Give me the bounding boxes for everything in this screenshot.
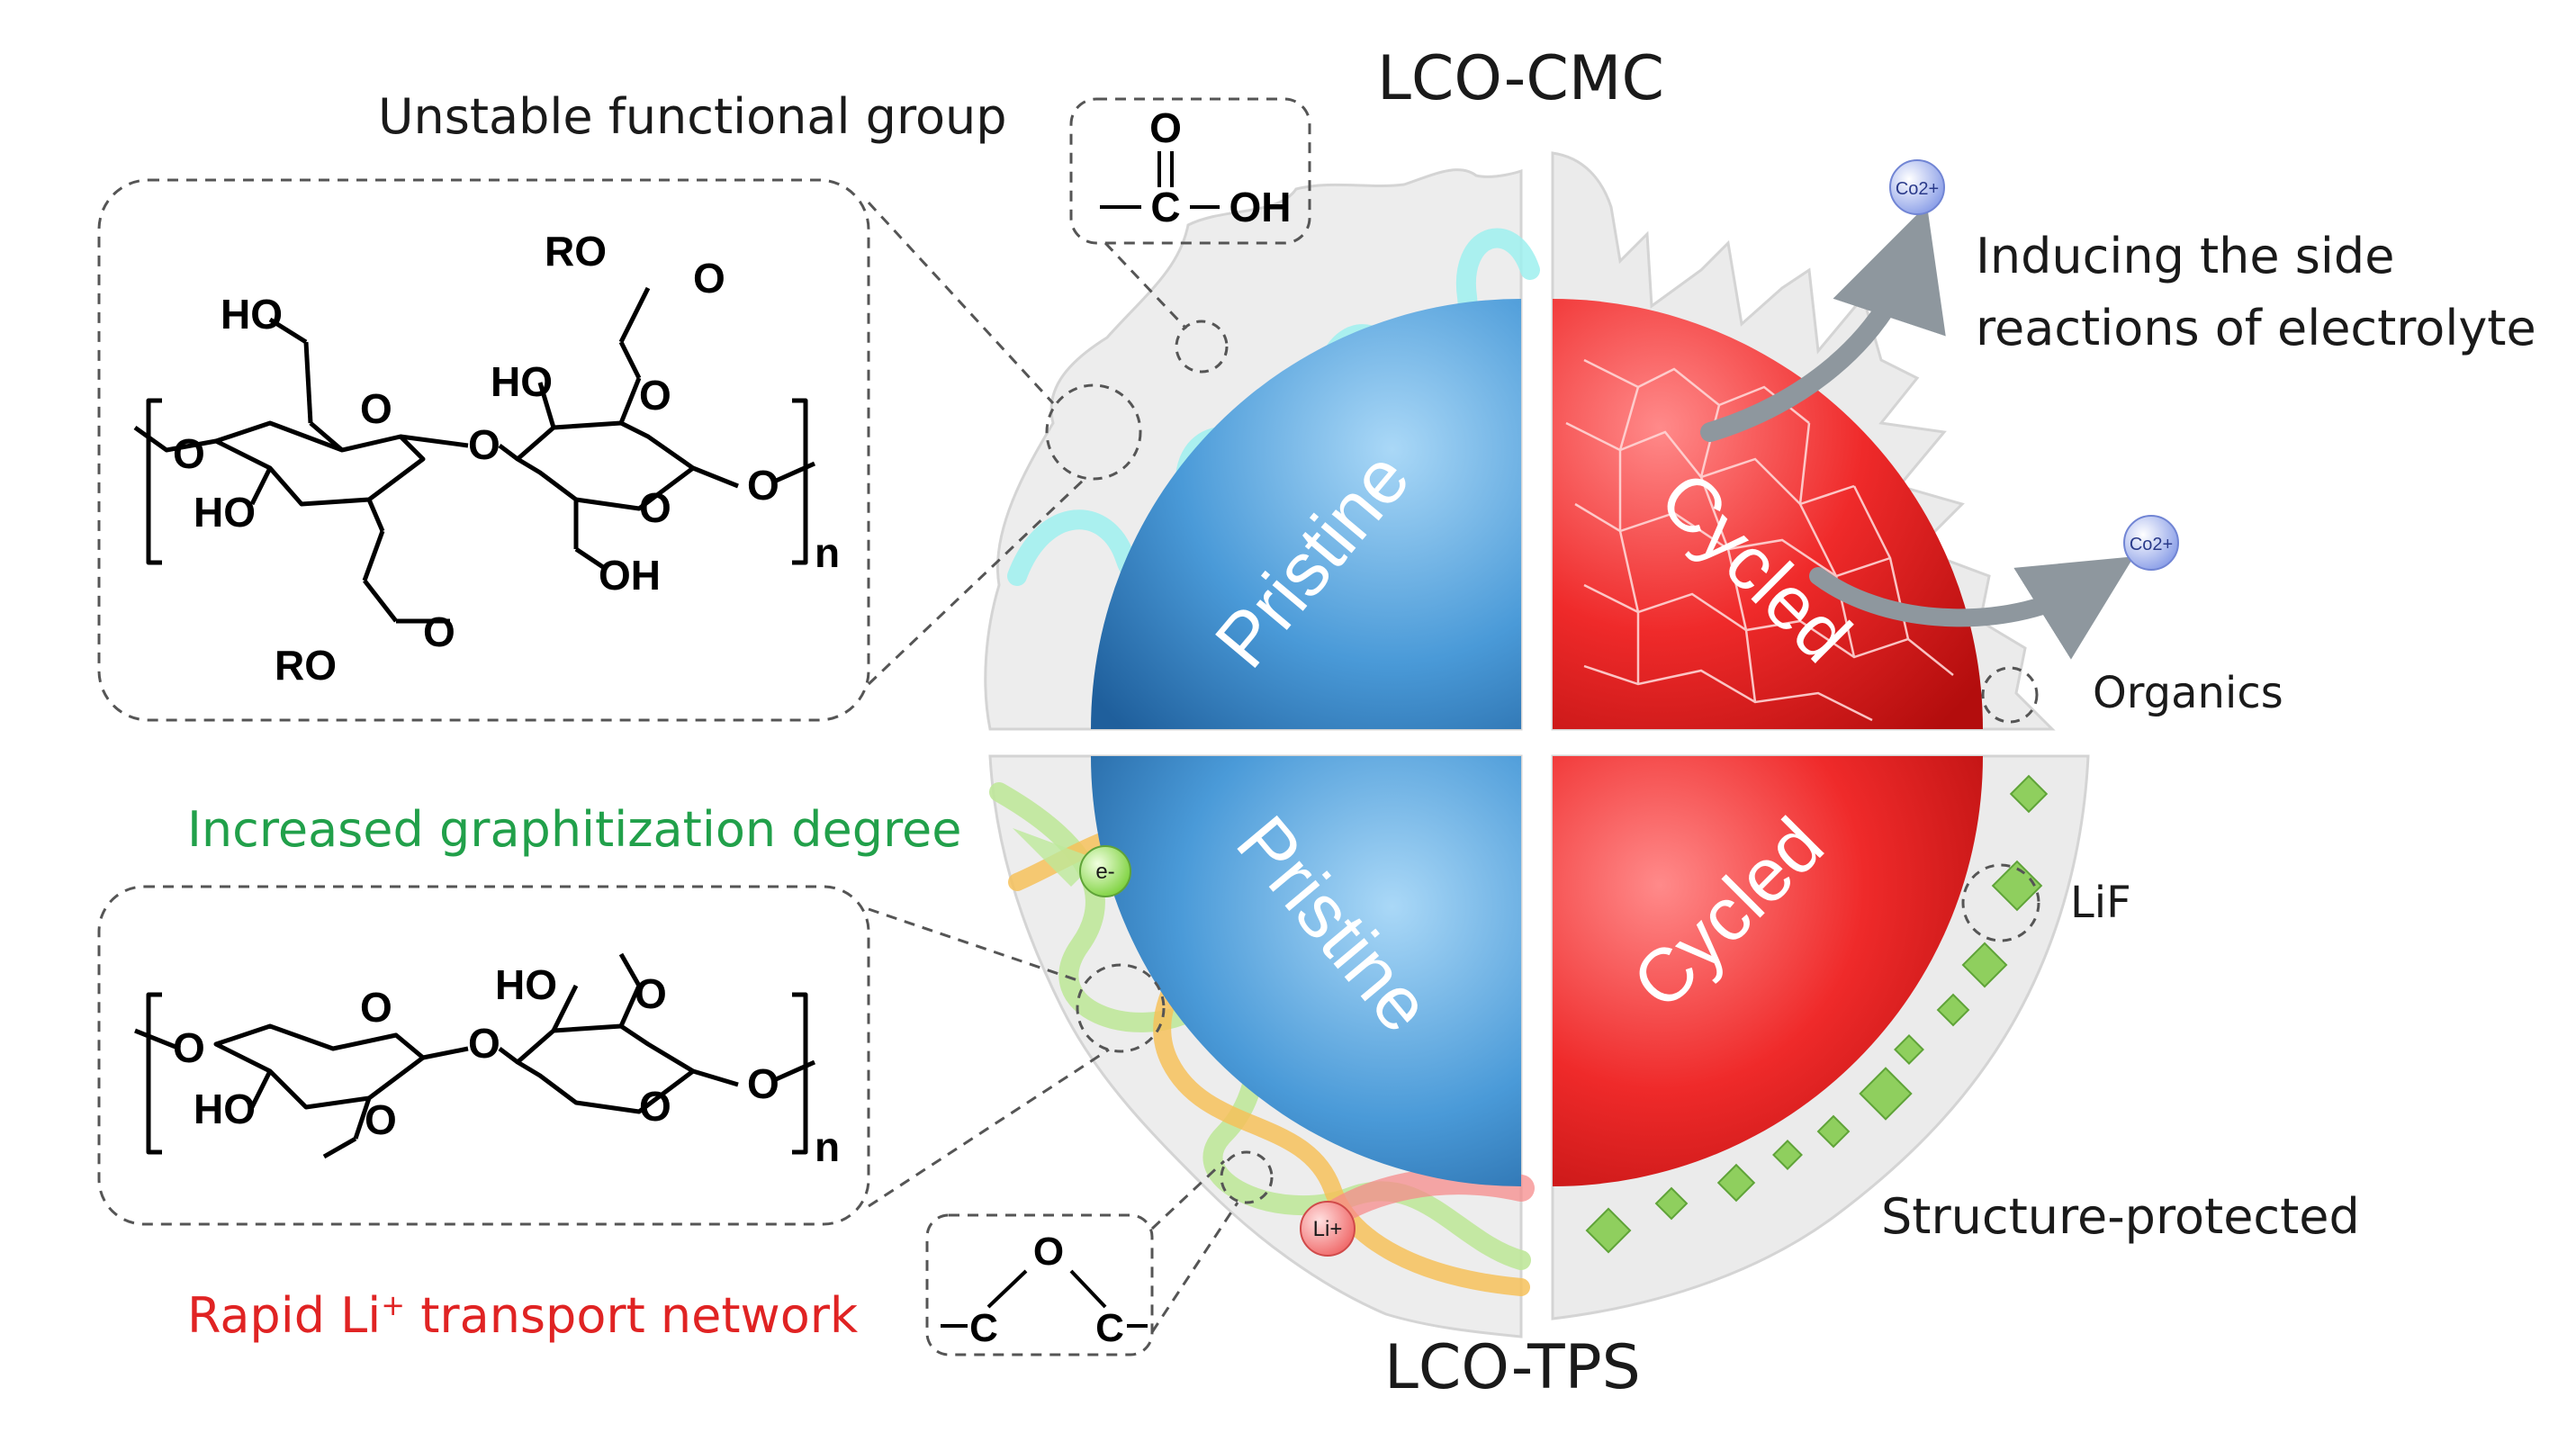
cmc-o-ring1: O: [360, 385, 392, 432]
lithium-bubble-label: Li+: [1313, 1217, 1343, 1241]
tps-o-start: O: [173, 1024, 205, 1071]
tps-ho-left: HO: [194, 1086, 256, 1132]
tps-n-subscript: n: [815, 1123, 840, 1170]
ether-c-right: C: [1095, 1306, 1124, 1350]
zoom-circle-carboxyl: [1175, 320, 1229, 374]
zoom-circle-lif: [1961, 863, 2040, 942]
electron-pointer: [1013, 828, 1098, 887]
li-transport-sup: +: [381, 1288, 406, 1322]
li-transport-suffix: transport network: [405, 1287, 859, 1344]
cmc-structure: [133, 286, 816, 624]
ether-box: [925, 1213, 1154, 1356]
cmc-ro-top: RO: [545, 228, 607, 275]
cmc-ho-mid: HO: [491, 358, 553, 405]
cmc-ro-bottom: RO: [275, 642, 337, 689]
electron-bubble: e-: [1079, 845, 1131, 897]
side-reaction-arrow-1: [1700, 204, 1946, 442]
tps-ho: HO: [495, 961, 557, 1008]
cmc-ho-left: HO: [194, 489, 256, 536]
zoom-circle-cmc: [1045, 383, 1142, 481]
li-transport-prefix: Rapid Li: [187, 1287, 382, 1344]
tps-o-bridge: O: [468, 1020, 500, 1067]
co-bubble-2: Co2+: [2123, 515, 2179, 571]
cmc-structure-labels: HO HO HO OH RO RO O O O O O O O O n: [173, 228, 840, 689]
ether-c-left: C: [969, 1306, 998, 1350]
lif-crystals: [1585, 774, 2049, 1254]
ether-structure: O C C: [941, 1230, 1148, 1350]
tps-structure-box: [97, 885, 870, 1226]
label-organics: Organics: [2093, 668, 2283, 718]
cmc-o-end: O: [747, 462, 779, 509]
co-bubble-2-label: Co2+: [2130, 535, 2173, 554]
label-structure-protected: Structure-protected: [1881, 1188, 2360, 1245]
connector-ether-2: [1150, 1202, 1239, 1333]
zoom-circle-organics: [1981, 666, 2039, 724]
ether-o: O: [1033, 1230, 1064, 1274]
tps-structure: [134, 952, 816, 1159]
connector-cmc-2: [867, 477, 1086, 686]
carboxyl-o: O: [1149, 104, 1182, 151]
label-unstable-group: Unstable functional group: [378, 88, 1007, 145]
tps-structure-labels: HO HO O O O O O O O n: [173, 961, 840, 1170]
carboxyl-c: C: [1150, 184, 1180, 230]
tps-o-methoxy-bottom: O: [365, 1096, 397, 1143]
label-side-reactions-1: Inducing the side: [1976, 228, 2395, 284]
connector-cmc-1: [867, 201, 1055, 405]
label-lif: LiF: [2070, 878, 2131, 928]
sphere-pristine-bottom: [1091, 756, 1521, 1186]
cmc-n-subscript: n: [815, 529, 840, 576]
sphere-pristine-top: [1091, 299, 1521, 729]
cmc-ho-top: HO: [221, 291, 283, 338]
electron-bubble-label: e-: [1095, 860, 1114, 884]
lithium-bubble: Li+: [1300, 1201, 1356, 1257]
cmc-o-bridge: O: [468, 421, 500, 468]
label-side-reactions-2: reactions of electrolyte: [1976, 300, 2536, 356]
connector-ether-1: [1150, 1159, 1226, 1230]
crack-pattern: [1565, 358, 1954, 722]
co-bubble-1: Co2+: [1889, 159, 1945, 215]
cmc-o-carbonyl-bottom: O: [423, 608, 455, 655]
co-bubble-1-label: Co2+: [1896, 179, 1939, 199]
cmc-o-ring2: O: [639, 484, 671, 531]
carboxyl-structure: O C OH: [1100, 104, 1292, 230]
cmc-o-link: O: [639, 372, 671, 419]
cmc-o-start: O: [173, 430, 205, 477]
cmc-structure-box: [97, 178, 870, 722]
zoom-circle-ether: [1220, 1150, 1274, 1204]
sphere-cycled-top: [1553, 299, 1983, 729]
cmc-oh-bottom: OH: [599, 552, 661, 599]
label-graphitization: Increased graphitization degree: [187, 801, 962, 858]
title-lco-tps: LCO-TPS: [1384, 1332, 1641, 1403]
tps-o-end: O: [747, 1060, 779, 1107]
tps-o-ring1: O: [360, 984, 392, 1031]
tps-o-methoxy-top: O: [635, 970, 667, 1017]
tps-o-ring2: O: [639, 1083, 671, 1130]
sphere-cycled-bottom: [1553, 756, 1983, 1186]
zoom-circle-tps: [1076, 963, 1166, 1053]
carboxyl-oh: OH: [1229, 184, 1292, 230]
side-reaction-arrow-2: [1809, 556, 2134, 660]
carboxyl-box: [1069, 97, 1311, 245]
cmc-o-carbonyl-top: O: [693, 255, 725, 302]
label-li-transport: Rapid Li+ transport network: [187, 1287, 858, 1344]
connector-tps-2: [868, 1048, 1110, 1208]
title-lco-cmc: LCO-CMC: [1377, 43, 1664, 114]
connector-carboxyl: [1103, 241, 1188, 330]
